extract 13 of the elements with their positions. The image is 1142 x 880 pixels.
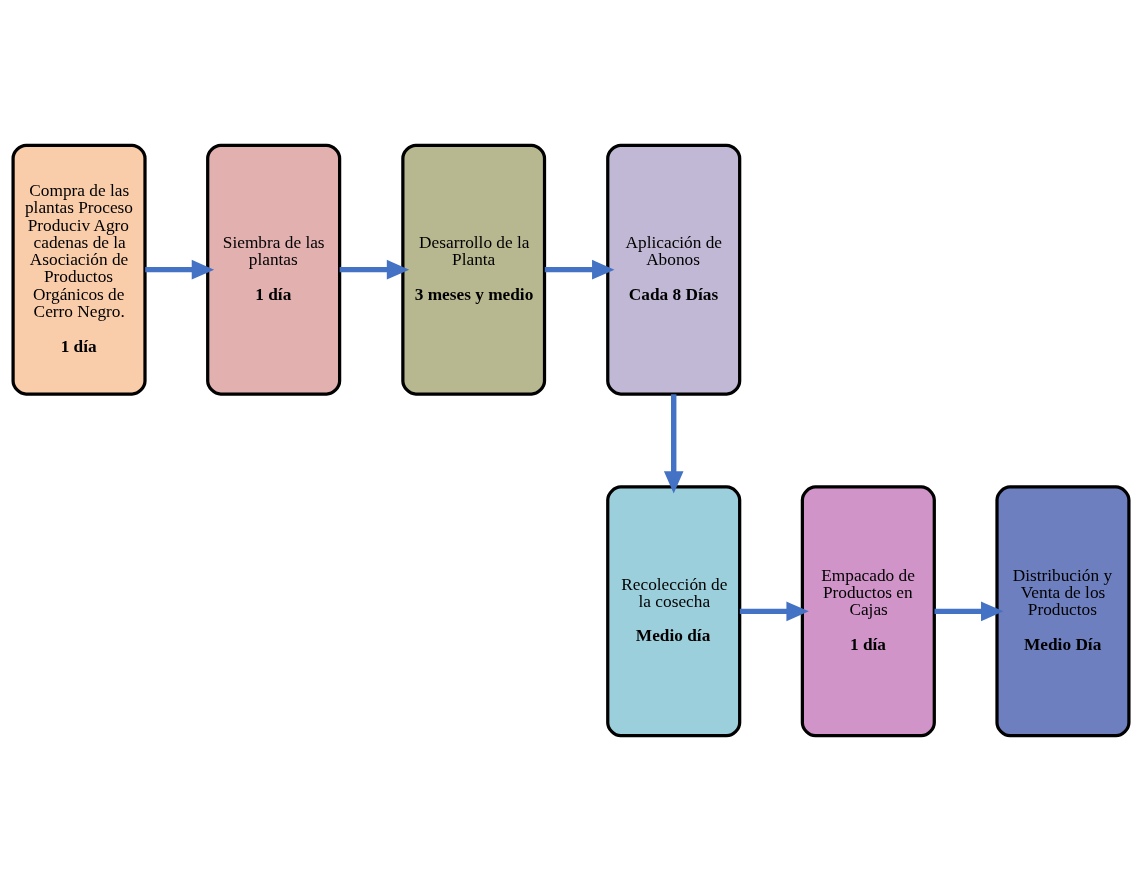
node-box: Siembra de las plantas 1 día [206, 143, 342, 396]
arrow [544, 259, 615, 279]
node-box: Recolección de la cosecha Medio día [606, 484, 742, 737]
arrow [663, 393, 684, 494]
node-box: Desarrollo de la Planta 3 meses y medio [401, 143, 547, 396]
node-box: Aplicación de Abonos Cada 8 Días [606, 143, 742, 396]
arrow [739, 601, 809, 621]
node-box: Empacado de Productos en Cajas 1 día [800, 484, 936, 737]
arrow [339, 259, 410, 279]
arrow [145, 259, 215, 279]
arrow [934, 601, 1004, 621]
node-box: Distribución y Venta de los Productos Medio Día [995, 484, 1131, 737]
node-box: Compra de las plantas Proceso Produciv Agro cadenas de la Asociación de Productos Orgánicos de Cerro Negro. 1 día [11, 143, 147, 396]
